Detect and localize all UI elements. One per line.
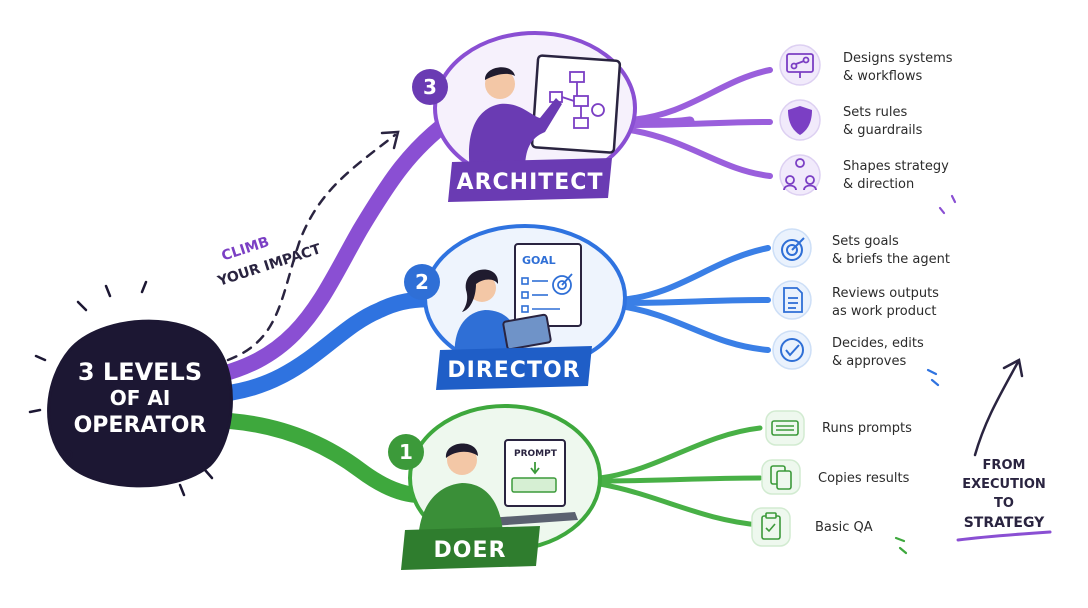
board-diagram <box>549 71 605 129</box>
director-item-2-line2: as work product <box>832 304 936 319</box>
architect-item-1-line1: Designs systems <box>843 51 953 66</box>
director-item-2-line1: Reviews outputs <box>832 286 939 301</box>
architect-item-3-line1: Shapes strategy <box>843 159 949 174</box>
goal-sheet-checklist <box>521 277 560 313</box>
director-item-3-line2: & approves <box>832 354 906 369</box>
strategy-line3: TO <box>994 496 1014 511</box>
sparkle-marks <box>894 194 957 555</box>
architect-item-1-line2: & workflows <box>843 69 923 84</box>
climb-arrow <box>226 130 400 362</box>
director-sub-branch <box>617 297 771 306</box>
goal-sheet-target <box>552 273 573 295</box>
center-title-line2: OF AI <box>110 386 171 410</box>
architect-number: 3 <box>423 75 437 99</box>
architect-sub-branch <box>627 67 773 123</box>
strategy-line2: EXECUTION <box>962 477 1046 492</box>
strategy-line4: STRATEGY <box>964 515 1045 531</box>
doer-label: DOER <box>434 538 507 563</box>
architect-item-2-line1: Sets rules <box>843 105 907 120</box>
director-sub-branch <box>617 245 771 303</box>
architect-item-3: Shapes strategy & direction <box>779 154 949 196</box>
doer-item-2-line1: Copies results <box>818 471 910 486</box>
center-title-line3: OPERATOR <box>74 413 207 438</box>
director-item-2: Reviews outputs as work product <box>772 280 939 320</box>
doer-item-1-line1: Runs prompts <box>822 421 912 436</box>
tablet <box>502 313 552 351</box>
director-item-1-line2: & briefs the agent <box>832 252 950 267</box>
clipboard-icon <box>761 512 781 540</box>
small-dot <box>63 450 73 460</box>
director-sub-branch <box>617 303 771 353</box>
branches <box>197 67 773 528</box>
architect-node: 3 ARCHITECT <box>412 31 637 202</box>
doer-label-banner <box>401 526 540 570</box>
people-hierarchy-icon <box>783 158 817 191</box>
architect-item-1: Designs systems & workflows <box>779 44 953 86</box>
director-label-banner <box>436 346 592 390</box>
doer-sub-branch <box>597 425 763 481</box>
keyboard-icon <box>771 420 799 436</box>
architect-item-2-line2: & guardrails <box>843 123 923 138</box>
workflow-icon <box>786 53 814 78</box>
doer-item-1: Runs prompts <box>765 410 912 446</box>
check-circle-icon <box>780 338 804 362</box>
burst-marks <box>28 280 214 497</box>
doer-sub-branch <box>597 475 763 484</box>
architect-sub-branch <box>627 127 773 179</box>
doer-branch <box>197 412 428 503</box>
laptop-base <box>488 512 578 526</box>
architect-number-badge <box>412 69 448 105</box>
prompt-arrow <box>530 462 540 475</box>
target-icon <box>781 237 805 261</box>
director-number-badge <box>404 264 440 300</box>
doer-sub-branch <box>597 481 763 528</box>
doer-item-2: Copies results <box>761 459 910 495</box>
workflow-board <box>530 54 622 154</box>
director-number: 2 <box>415 270 429 294</box>
architect-label: ARCHITECT <box>457 170 604 195</box>
strategy-arrow <box>973 358 1024 457</box>
director-node: GOAL 2 DIRECTOR <box>404 224 627 390</box>
shield-icon <box>788 106 812 135</box>
laptop-screen-title: PROMPT <box>514 449 558 459</box>
doer-number-badge <box>388 434 424 470</box>
director-label: DIRECTOR <box>447 358 580 383</box>
director-item-1-line1: Sets goals <box>832 234 899 249</box>
center-title-line1: 3 LEVELS <box>78 358 202 386</box>
architect-item-3-line2: & direction <box>843 177 914 192</box>
doer-item-3: Basic QA <box>751 507 873 547</box>
copy-icon <box>770 465 792 490</box>
architect-item-2: Sets rules & guardrails <box>779 99 923 141</box>
goal-sheet-title: GOAL <box>522 254 556 267</box>
architect-label-banner <box>448 158 612 202</box>
director-item-1: Sets goals & briefs the agent <box>772 228 950 268</box>
strategy-underline <box>956 530 1052 542</box>
director-item-3: Decides, edits & approves <box>772 330 924 370</box>
doer-node: PROMPT 1 DOER <box>388 404 602 570</box>
document-icon <box>783 287 803 313</box>
director-branch <box>202 291 448 403</box>
doer-number: 1 <box>399 440 413 464</box>
architect-person <box>468 98 562 170</box>
strategy-line1: FROM <box>983 458 1026 473</box>
director-item-3-line1: Decides, edits <box>832 336 924 351</box>
architect-branch <box>197 112 458 386</box>
center-node: 3 LEVELS OF AI OPERATOR <box>28 280 233 497</box>
doer-item-3-line1: Basic QA <box>815 520 873 535</box>
